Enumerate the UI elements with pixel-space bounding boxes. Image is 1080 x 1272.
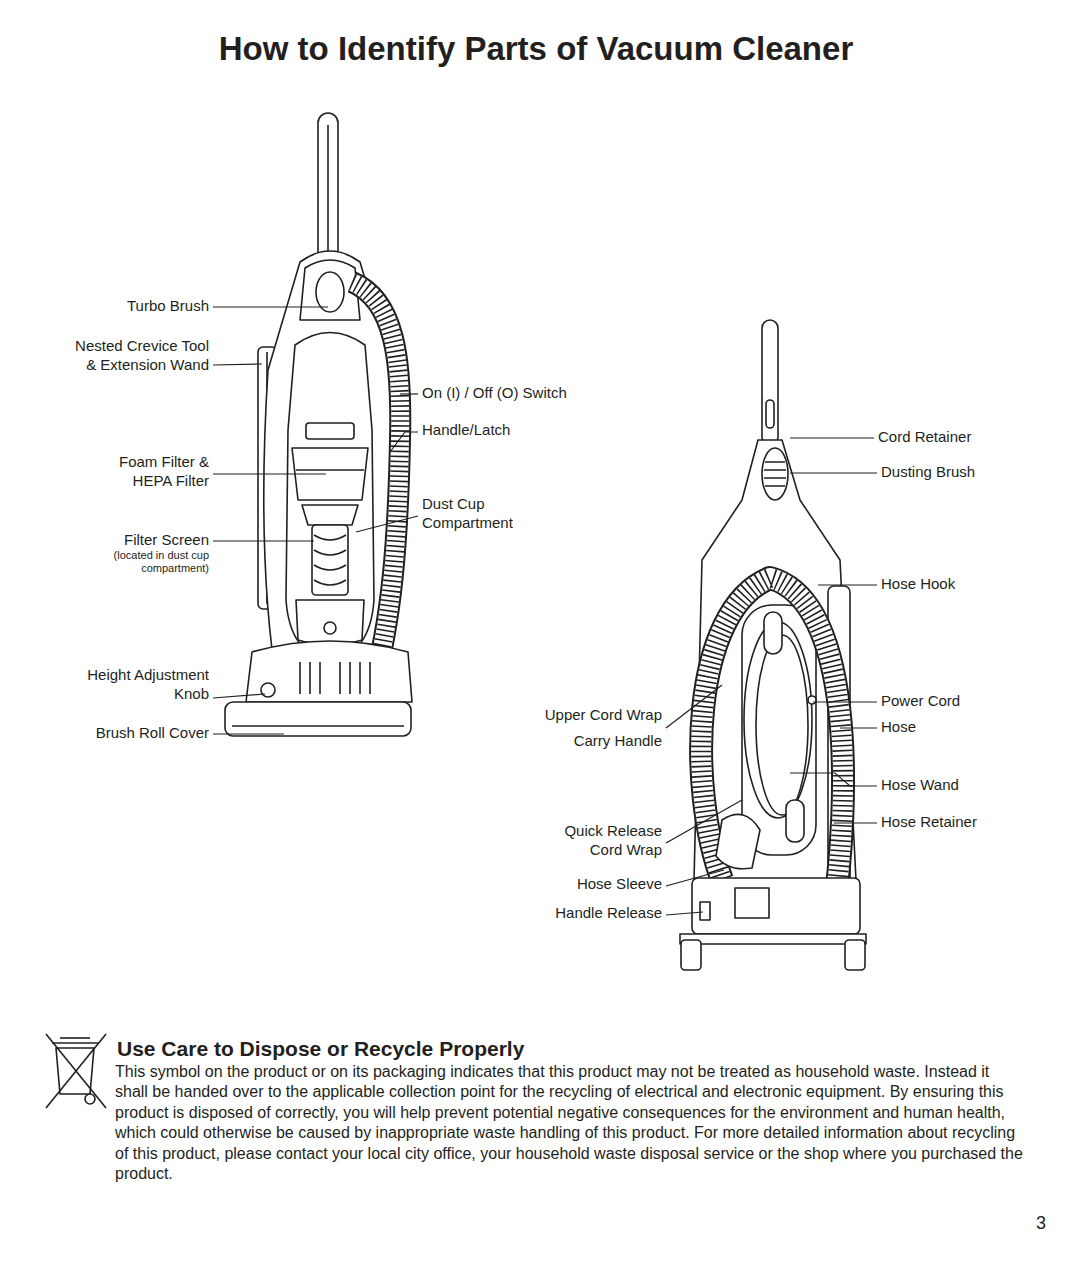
part-label: On (I) / Off (O) Switch xyxy=(422,384,567,403)
page-number: 3 xyxy=(1036,1212,1046,1235)
weee-symbol xyxy=(46,1034,106,1108)
hose-sleeve xyxy=(716,814,760,868)
filter-screen xyxy=(312,525,348,595)
part-label: Hose Sleeve xyxy=(577,875,662,894)
wheel xyxy=(681,940,701,970)
part-label: Filter Screen xyxy=(124,531,209,550)
handle xyxy=(762,320,778,445)
part-label: Upper Cord Wrap xyxy=(545,706,662,725)
part-label: Dust Cup Compartment xyxy=(422,495,522,533)
part-label: Height Adjustment Knob xyxy=(74,666,209,704)
wheel xyxy=(845,940,865,970)
note: (located in dust cup compartment) xyxy=(101,549,209,575)
carry-handle xyxy=(764,612,782,654)
base xyxy=(692,878,860,934)
base xyxy=(246,641,412,702)
body-text: This symbol on the product or on its pac… xyxy=(115,1062,1025,1185)
part-label: Foam Filter & HEPA Filter xyxy=(105,453,209,491)
brush-roll-cover xyxy=(225,702,411,736)
part-label: Nested Crevice Tool & Extension Wand xyxy=(66,337,209,375)
dust-cup xyxy=(286,333,374,661)
part-label: Quick Release Cord Wrap xyxy=(552,822,662,860)
part-label: Carry Handle xyxy=(574,732,662,751)
part-label: Turbo Brush xyxy=(127,297,209,316)
part-label: Hose Wand xyxy=(881,776,959,795)
part-label: Dusting Brush xyxy=(881,463,975,482)
part-label: Brush Roll Cover xyxy=(96,724,209,743)
part-label: Handle/Latch xyxy=(422,421,510,440)
turbo-brush xyxy=(316,272,344,312)
section-heading: Use Care to Dispose or Recycle Properly xyxy=(117,1036,524,1062)
part-label: Power Cord xyxy=(881,692,960,711)
part-label: Hose xyxy=(881,718,916,737)
part-label: Cord Retainer xyxy=(878,428,971,447)
leader-lines xyxy=(213,307,877,915)
dusting-brush xyxy=(762,448,788,500)
height-knob xyxy=(261,683,275,697)
cord-area xyxy=(742,605,816,855)
page-title: How to Identify Parts of Vacuum Cleaner xyxy=(0,28,1076,69)
part-label: Hose Retainer xyxy=(881,813,977,832)
part-label: Hose Hook xyxy=(881,575,955,594)
part-label: Handle Release xyxy=(555,904,662,923)
